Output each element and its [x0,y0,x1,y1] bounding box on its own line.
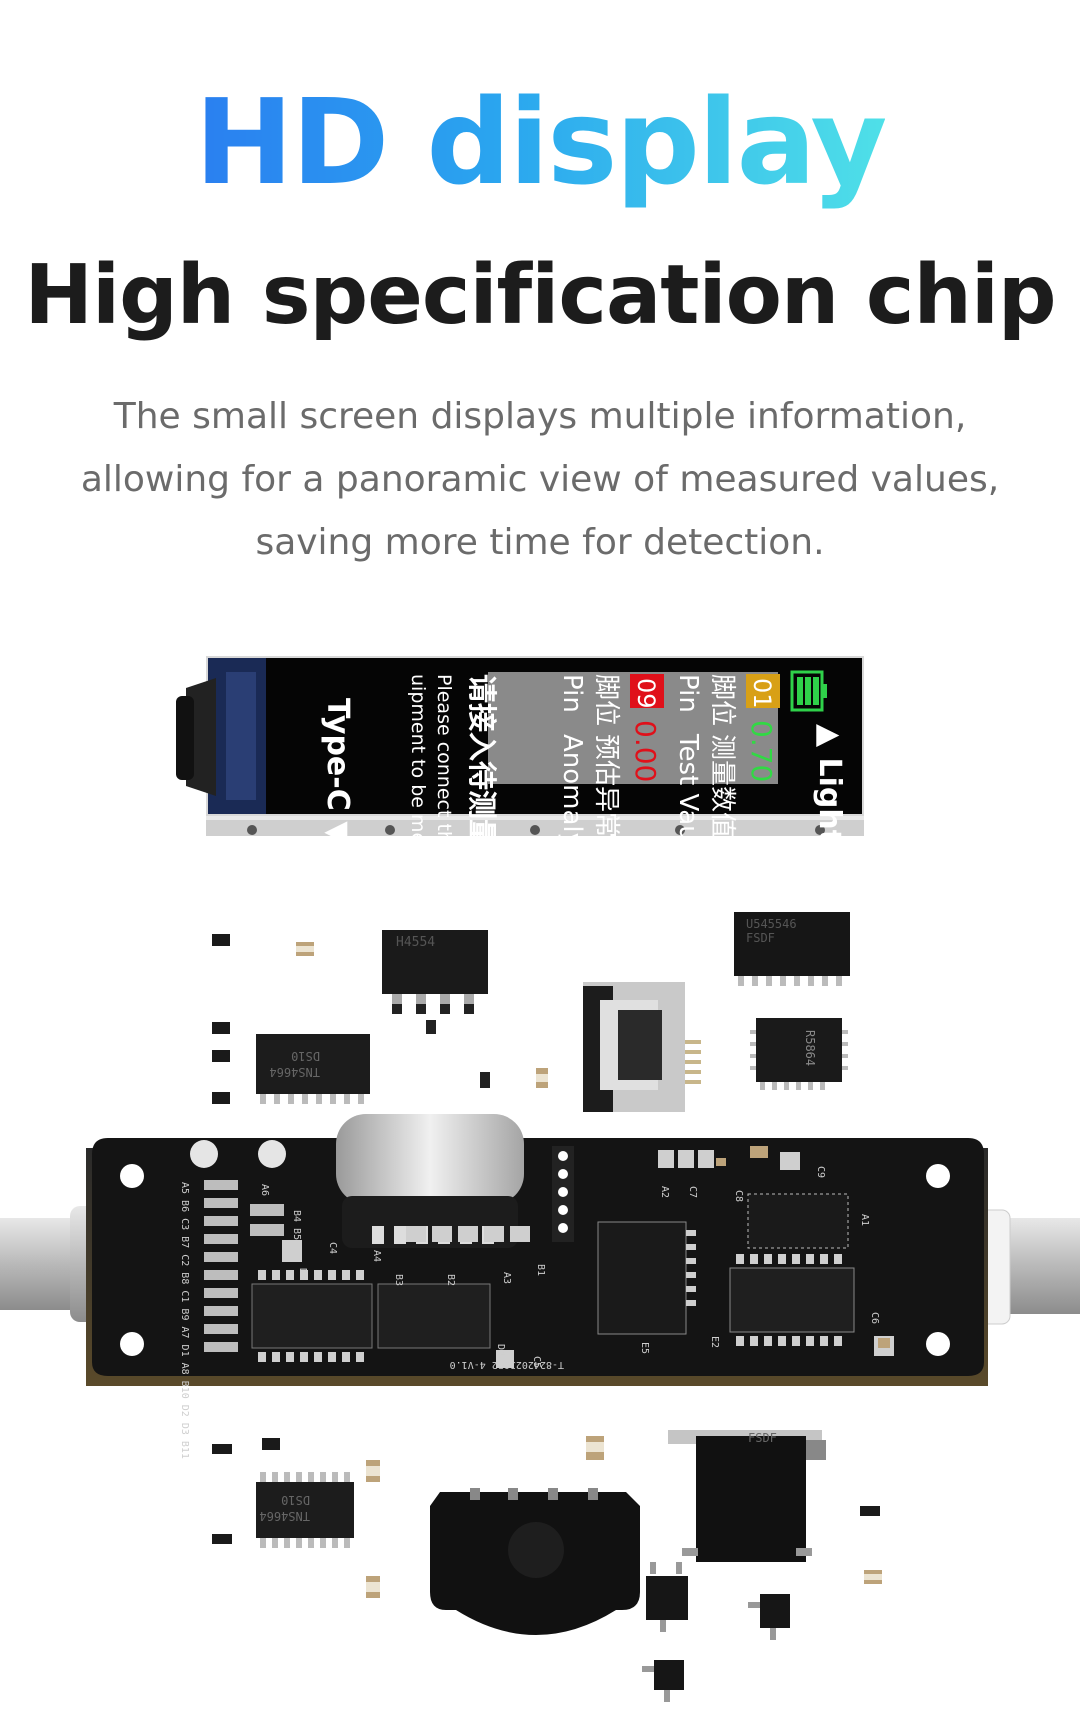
pcb-label-d4: D4 [297,1268,308,1280]
lcd-lightning: ▲ Lightning [812,724,847,919]
description-line-1: The small screen displays multiple infor… [113,396,967,437]
chip-r5864: R5864 [750,1018,848,1090]
main-pcb: A5 B6 C3 B7 C2 B8 C1 B9 A7 D1 A8 B10 D2 … [0,1114,1080,1459]
lcd-measured-cn: 测量数值 [707,734,737,838]
pcb-label-c8: C8 [733,1190,744,1202]
pcb-label-b1: B1 [535,1264,546,1276]
description-line-3: saving more time for detection. [255,522,825,563]
pcb-label-c9: C9 [815,1166,826,1178]
lcd-test-value: Test Vaule [673,733,703,865]
chip-tns4664-upper: DS10 TNS4664 [256,1034,370,1104]
exploded-device-illustration: ▲ Lightning 01 0.70 脚位 测量数值 Pin Test Vau… [0,656,1080,1702]
pcb-label-a1: A1 [859,1214,870,1226]
chip-tns4664-lower: DS10 TNS4664 [256,1472,354,1548]
pcb-label-a4: A4 [371,1250,382,1262]
lcd-typec: Type-C ▼ [320,698,355,844]
pcb-label-e5: E5 [639,1342,650,1354]
typec-receptacle [336,1114,524,1248]
pcb-label-e2: E2 [709,1336,720,1348]
headline: HD display [0,77,1080,208]
buzzer-component [430,1488,640,1635]
chip-h4554: H4554 [382,930,488,1014]
pcb-label-a6: A6 [259,1184,270,1196]
lcd-badge-1 [746,674,780,708]
pcb-label-c5: C5 [531,1356,542,1368]
chip-tns4664-label: TNS4664 [269,1065,320,1079]
pcb-label-d4b: D4 [495,1344,506,1356]
lcd-anomaly-cn: 预估异常 [591,734,621,838]
lcd-badge-2-text: 09 [632,678,660,709]
chip-tns4664-label-2: TNS4664 [259,1509,310,1523]
chip-fsdf-label: FSDF [746,931,775,945]
lcd-value-2: 0.00 [629,720,662,782]
lcd-connect-en-2: uipment to be measured [407,674,429,909]
lcd-badge-2 [630,674,664,708]
lcd-module: ▲ Lightning 01 0.70 脚位 测量数值 Pin Test Vau… [176,656,864,919]
lcd-pin-2: Pin [557,674,587,713]
pcb-serial: T-8242023052 4-V1.0 [450,1359,564,1370]
lcd-badge-1-text: 01 [748,678,776,709]
chip-u545546-label: U545546 [746,917,797,931]
description-line-2: allowing for a panoramic view of measure… [80,459,1000,500]
lcd-pin-cn: 脚位 [707,674,737,726]
lcd-connect-en-1: Please connect the eq- [433,674,455,891]
fpc-connector [583,982,701,1112]
pcb-label-c7: C7 [687,1186,698,1198]
chip-u545546: U545546 FSDF [734,912,850,986]
battery-icon [790,670,827,712]
pcb-label-b2: B2 [445,1274,456,1286]
chip-ds10-label-2: DS10 [281,1493,310,1507]
chip-fsdf-bottom-label: FSDF [748,1431,777,1445]
pcb-label-a2: A2 [659,1186,670,1198]
pcb-label-c6: C6 [869,1312,880,1324]
pcb-left-labels: A5 B6 C3 B7 C2 B8 C1 B9 A7 D1 A8 B10 D2 … [179,1182,190,1459]
headline-text: HD display [194,73,888,211]
lcd-pin: Pin [673,674,703,713]
pcb-label-b4b5: B4 B5 [291,1210,302,1240]
chip-h4554-label: H4554 [396,935,435,950]
chip-r5864-label: R5864 [803,1030,817,1066]
lcd-connect-cn: 请接入待测量设备 [465,674,499,907]
lcd-anomaly: Anomaly [557,734,587,848]
pcb-label-b3: B3 [393,1274,404,1286]
pcb-label-a3: A3 [501,1272,512,1284]
pcb-label-c4: C4 [327,1242,338,1254]
chip-ds10-label: DS10 [291,1049,320,1063]
components-lower: DS10 TNS4664 FSDF [212,1430,882,1702]
components-upper: H4554 U545546 FSDF [212,912,850,1112]
subhead: High specification chip [24,248,1056,343]
lcd-value-1: 0.70 [745,720,778,782]
chip-fsdf-bottom: FSDF [668,1430,826,1562]
lcd-pin-cn-2: 脚位 [591,674,621,726]
description: The small screen displays multiple infor… [60,385,1020,574]
